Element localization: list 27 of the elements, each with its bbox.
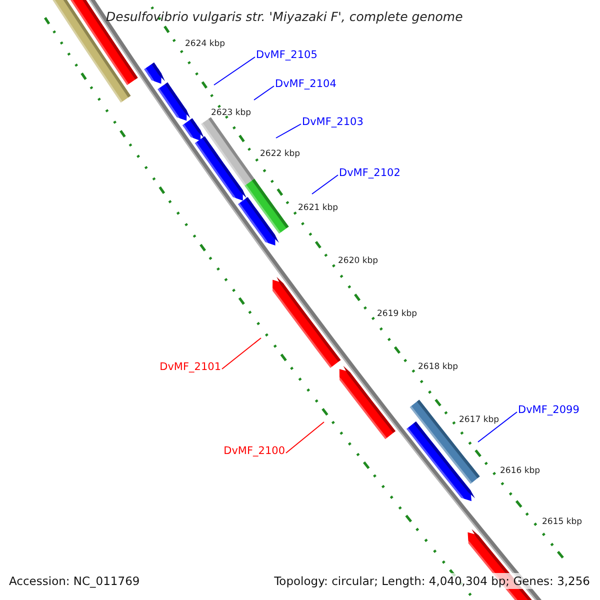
scale-label: 2618 kbp [418, 362, 458, 372]
scale-label: 2620 kbp [338, 256, 378, 266]
gene-label: DvMF_2100 [224, 444, 285, 458]
leader-line [286, 422, 324, 454]
footer-text: Accession: NC_011769 [9, 573, 140, 589]
leader-line [222, 338, 262, 370]
scale-label: 2615 kbp [542, 516, 582, 528]
gene-label: DvMF_2104 [275, 77, 336, 91]
leader-line [276, 124, 302, 138]
gene-label: DvMF_2102 [339, 166, 400, 180]
scale-label: 2617 kbp [459, 414, 500, 426]
scale-label: 2619 kbp [377, 308, 418, 320]
gene-label: DvMF_2105 [256, 48, 318, 62]
scale-label: 2623 kbp [211, 108, 252, 118]
leader-line [254, 86, 274, 100]
scale-label: 2624 kbp [185, 38, 226, 50]
scale-label: 2622 kbp [260, 148, 300, 160]
gene-label: DvMF_2099 [518, 403, 580, 417]
leader-line [312, 174, 338, 194]
scale-label: 2621 kbp [298, 202, 338, 214]
scale-label: 2616 kbp [500, 466, 540, 476]
leader-line [214, 56, 256, 86]
gene-label: DvMF_2103 [302, 115, 364, 129]
gene-label: DvMF_2101 [160, 360, 221, 374]
leader-line [478, 412, 518, 442]
map-title: Desulfovibrio vulgaris str. 'Miyazaki F', complete genome [106, 8, 463, 26]
footer-text: Topology: circular; Length: 4,040,304 bp; Genes: 3,256 [274, 573, 590, 589]
